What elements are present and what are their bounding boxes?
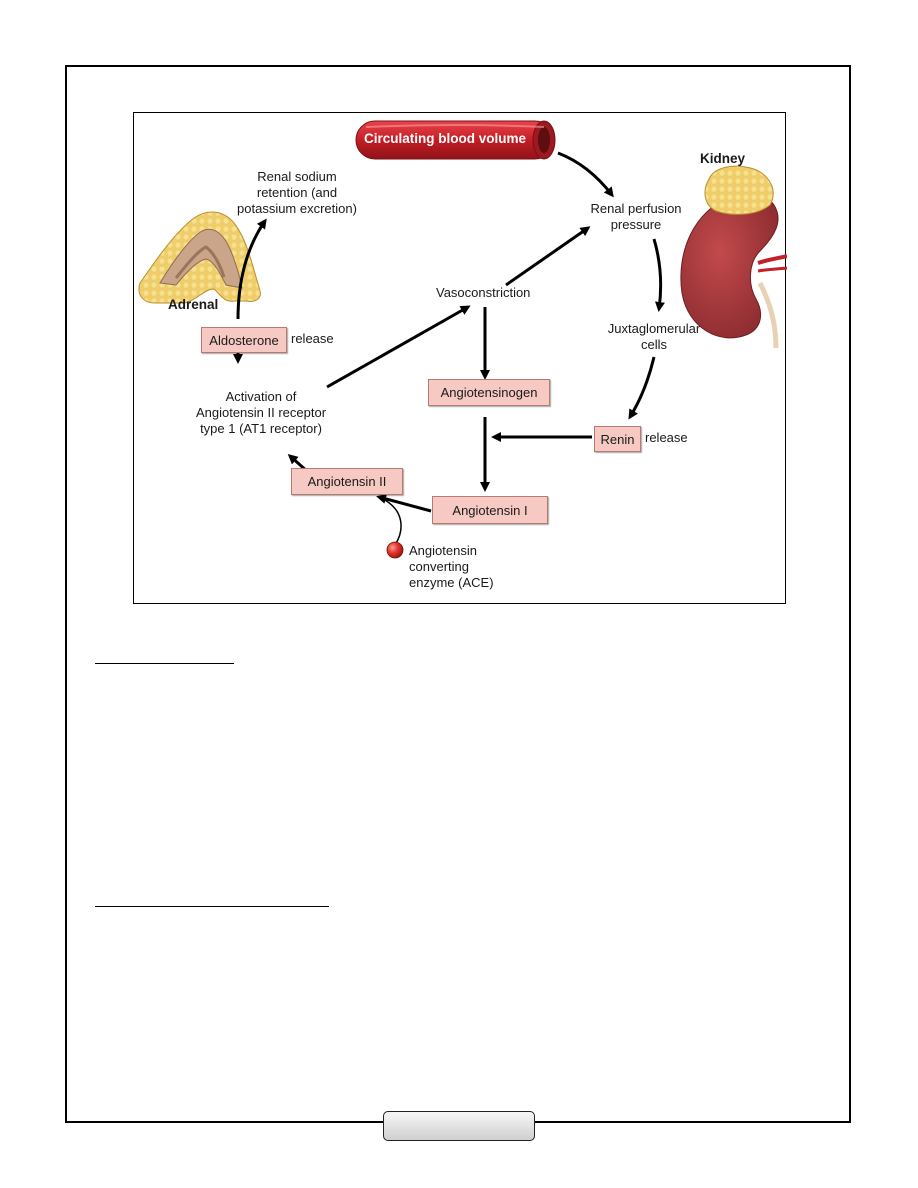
aldosterone-box: Aldosterone — [201, 327, 287, 353]
angiotensin-i-box: Angiotensin I — [432, 496, 548, 524]
angiotensin-ii-box: Angiotensin II — [291, 468, 403, 495]
aldosterone-release-label: release — [291, 331, 334, 346]
renin-box: Renin — [594, 426, 641, 452]
kidney-label: Kidney — [700, 151, 746, 166]
angiotensinogen-box: Angiotensinogen — [428, 379, 550, 406]
raas-diagram-frame: Circulating blood volume Kidney Adrenal … — [133, 112, 787, 604]
renin-release-label: release — [645, 430, 688, 445]
flow-arrows — [233, 151, 665, 546]
ace-enzyme-icon — [386, 541, 404, 559]
section-heading-underline-2 — [95, 906, 329, 907]
page-number-badge — [383, 1111, 535, 1141]
adrenal-gland-icon — [138, 211, 261, 304]
adrenal-label: Adrenal — [168, 297, 219, 312]
section-heading-underline-1 — [95, 663, 234, 664]
kidney-icon — [680, 165, 787, 349]
blood-vessel-icon — [355, 120, 556, 160]
blood-volume-label: Circulating blood volume — [364, 131, 527, 146]
vasoconstriction-label: Vasoconstriction — [436, 285, 531, 300]
raas-diagram-graphics — [138, 120, 787, 559]
